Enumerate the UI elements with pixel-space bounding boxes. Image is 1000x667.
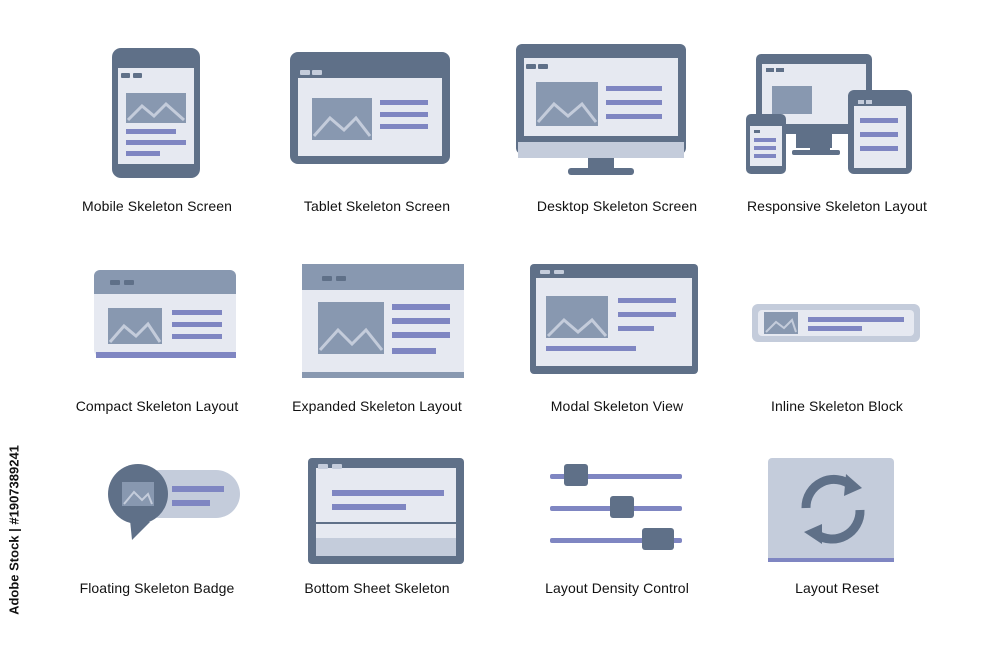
icon-tile-modal-skeleton: Modal Skeleton View xyxy=(492,252,742,452)
icon-tile-mobile-skeleton: Mobile Skeleton Screen xyxy=(32,30,282,230)
bottom-sheet-icon xyxy=(308,458,464,564)
reset-icon xyxy=(768,458,894,562)
floating-badge-icon xyxy=(108,464,240,540)
icon-label: Tablet Skeleton Screen xyxy=(303,198,451,214)
icon-tile-responsive-skeleton: Responsive Skeleton Layout xyxy=(712,30,962,230)
stock-id-label: Adobe Stock | #1907389241 xyxy=(6,445,22,615)
icon-label: Modal Skeleton View xyxy=(550,398,684,414)
icon-label: Desktop Skeleton Screen xyxy=(536,198,698,214)
icon-tile-compact-skeleton: Compact Skeleton Layout xyxy=(32,252,282,452)
desktop-skeleton-icon xyxy=(516,44,686,175)
icon-label: Layout Reset xyxy=(795,580,879,596)
icon-tile-layout-reset: Layout Reset xyxy=(712,448,962,648)
icon-tile-bottom-sheet: Bottom Sheet Skeleton xyxy=(252,448,502,648)
tablet-skeleton-icon xyxy=(290,52,450,164)
icon-label: Mobile Skeleton Screen xyxy=(81,198,233,214)
inline-skeleton-icon xyxy=(752,304,920,342)
responsive-skeleton-icon xyxy=(746,54,912,174)
icon-label: Layout Density Control xyxy=(545,580,689,596)
mobile-skeleton-icon xyxy=(112,48,200,178)
icon-label: Expanded Skeleton Layout xyxy=(292,398,462,414)
density-slider-icon xyxy=(550,464,682,550)
expanded-skeleton-icon xyxy=(302,264,464,378)
stock-id-text: Adobe Stock | #1907389241 xyxy=(2,420,26,640)
icon-label: Floating Skeleton Badge xyxy=(79,580,235,596)
icon-tile-density-control: Layout Density Control xyxy=(492,448,742,648)
icon-tile-floating-badge: Floating Skeleton Badge xyxy=(32,448,282,648)
modal-skeleton-icon xyxy=(530,264,698,374)
icon-tile-desktop-skeleton: Desktop Skeleton Screen xyxy=(492,30,742,230)
icon-tile-expanded-skeleton: Expanded Skeleton Layout xyxy=(252,252,502,452)
icon-label: Bottom Sheet Skeleton xyxy=(304,580,450,596)
icon-label: Inline Skeleton Block xyxy=(770,398,904,414)
icon-label: Compact Skeleton Layout xyxy=(75,398,239,414)
compact-skeleton-icon xyxy=(94,270,236,358)
icon-tile-tablet-skeleton: Tablet Skeleton Screen xyxy=(252,30,502,230)
icon-tile-inline-skeleton: Inline Skeleton Block xyxy=(712,252,962,452)
icon-label: Responsive Skeleton Layout xyxy=(746,198,928,214)
